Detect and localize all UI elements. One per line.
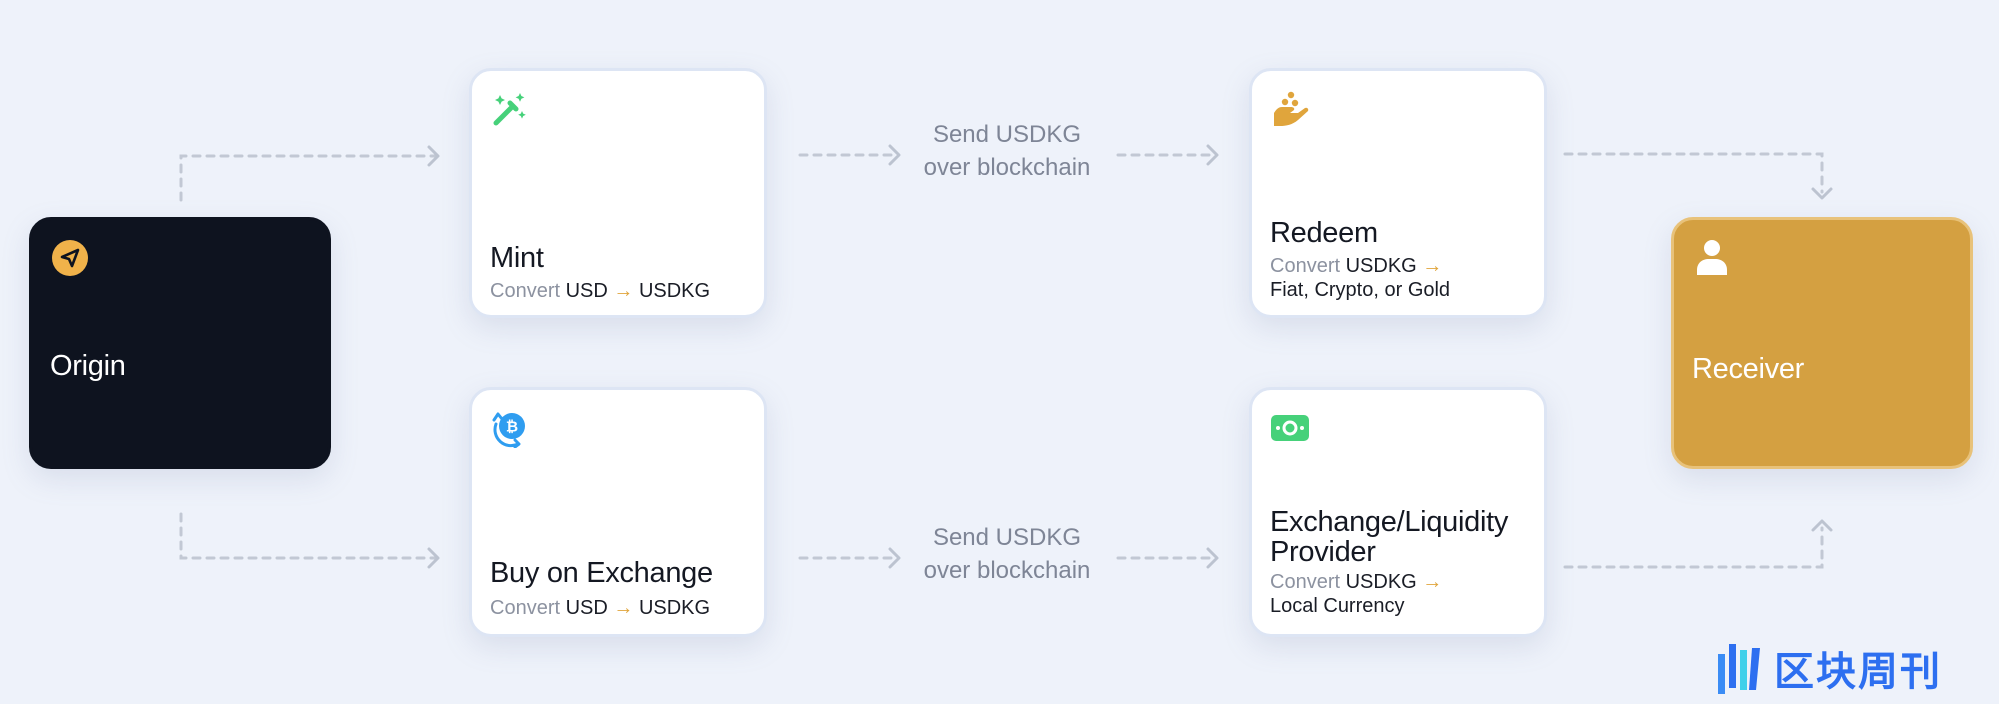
exchange-liquidity-node: Exchange/Liquidity Provider Convert USDK…: [1249, 387, 1547, 637]
arrowhead: [888, 547, 901, 569]
send-icon: [50, 238, 90, 278]
arrowhead: [888, 144, 901, 166]
mint-node: Mint Convert USD → USDKG: [469, 68, 767, 318]
receiver-title: Receiver: [1692, 353, 1805, 385]
watermark-logo: 区块周刊: [1716, 638, 1942, 698]
watermark-logo-icon: [1718, 644, 1760, 694]
edge-origin-mint: [179, 154, 438, 202]
edge-redeem-receiver: [1563, 152, 1824, 194]
arrowhead: [1811, 187, 1833, 200]
convert-label: Convert: [490, 597, 561, 619]
from-currency: USDKG: [1345, 255, 1417, 277]
arrowhead: [1206, 547, 1219, 569]
from-currency: USDKG: [1345, 571, 1417, 593]
hand-coins-icon: [1270, 89, 1310, 129]
receiver-node: Receiver: [1671, 217, 1973, 469]
bitcoin-exchange-icon: ₿: [490, 408, 530, 449]
banknote-icon: [1270, 408, 1310, 448]
arrow-right-icon: →: [1422, 255, 1443, 277]
edge-exchange-receiver: [1563, 526, 1824, 569]
mint-subtitle: Convert USD → USDKG: [490, 279, 710, 303]
mint-title: Mint: [490, 242, 544, 274]
convert-label: Convert: [490, 280, 561, 302]
send-label-line1: Send USDKG: [932, 121, 1082, 148]
send-label-line1: Send USDKG: [932, 524, 1082, 551]
arrow-right-icon: →: [613, 597, 634, 619]
exchange-title-line2: Provider: [1270, 536, 1376, 568]
buy-on-exchange-node: ₿ Buy on Exchange Convert USD → USDKG: [469, 387, 767, 637]
arrowhead: [1811, 519, 1833, 532]
origin-title: Origin: [50, 350, 126, 382]
watermark-text: 区块周刊: [1774, 649, 1942, 695]
send-label-bottom: Send USDKG over blockchain: [907, 521, 1107, 587]
from-currency: USD: [565, 597, 608, 619]
edge-origin-buy: [179, 512, 438, 560]
convert-label: Convert: [1270, 571, 1341, 593]
exchange-subtitle: Convert USDKG → Local Currency: [1270, 570, 1442, 618]
to-currency: USDKG: [638, 597, 711, 619]
from-currency: USD: [565, 280, 608, 302]
arrowhead: [427, 547, 440, 569]
arrowhead: [1206, 144, 1219, 166]
to-currency: Local Currency: [1270, 595, 1405, 617]
arrow-right-icon: →: [1422, 571, 1443, 593]
to-currency: Fiat, Crypto, or Gold: [1270, 279, 1451, 301]
redeem-subtitle: Convert USDKG → Fiat, Crypto, or Gold: [1270, 254, 1450, 302]
send-label-line2: over blockchain: [923, 557, 1091, 584]
redeem-node: Redeem Convert USDKG → Fiat, Crypto, or …: [1249, 68, 1547, 318]
magic-wand-icon: [490, 89, 530, 129]
person-icon: [1692, 238, 1732, 278]
redeem-title: Redeem: [1270, 217, 1378, 249]
buy-title: Buy on Exchange: [490, 557, 713, 589]
exchange-title: Exchange/Liquidity Provider: [1270, 507, 1508, 567]
send-label-line2: over blockchain: [923, 154, 1091, 181]
arrow-right-icon: →: [613, 280, 634, 302]
convert-label: Convert: [1270, 255, 1341, 277]
exchange-title-line1: Exchange/Liquidity: [1270, 506, 1509, 538]
arrowhead: [427, 145, 440, 167]
svg-text:₿: ₿: [506, 418, 518, 436]
origin-node: Origin: [29, 217, 331, 469]
buy-subtitle: Convert USD → USDKG: [490, 596, 710, 620]
to-currency: USDKG: [638, 280, 711, 302]
send-label-top: Send USDKG over blockchain: [907, 118, 1107, 184]
